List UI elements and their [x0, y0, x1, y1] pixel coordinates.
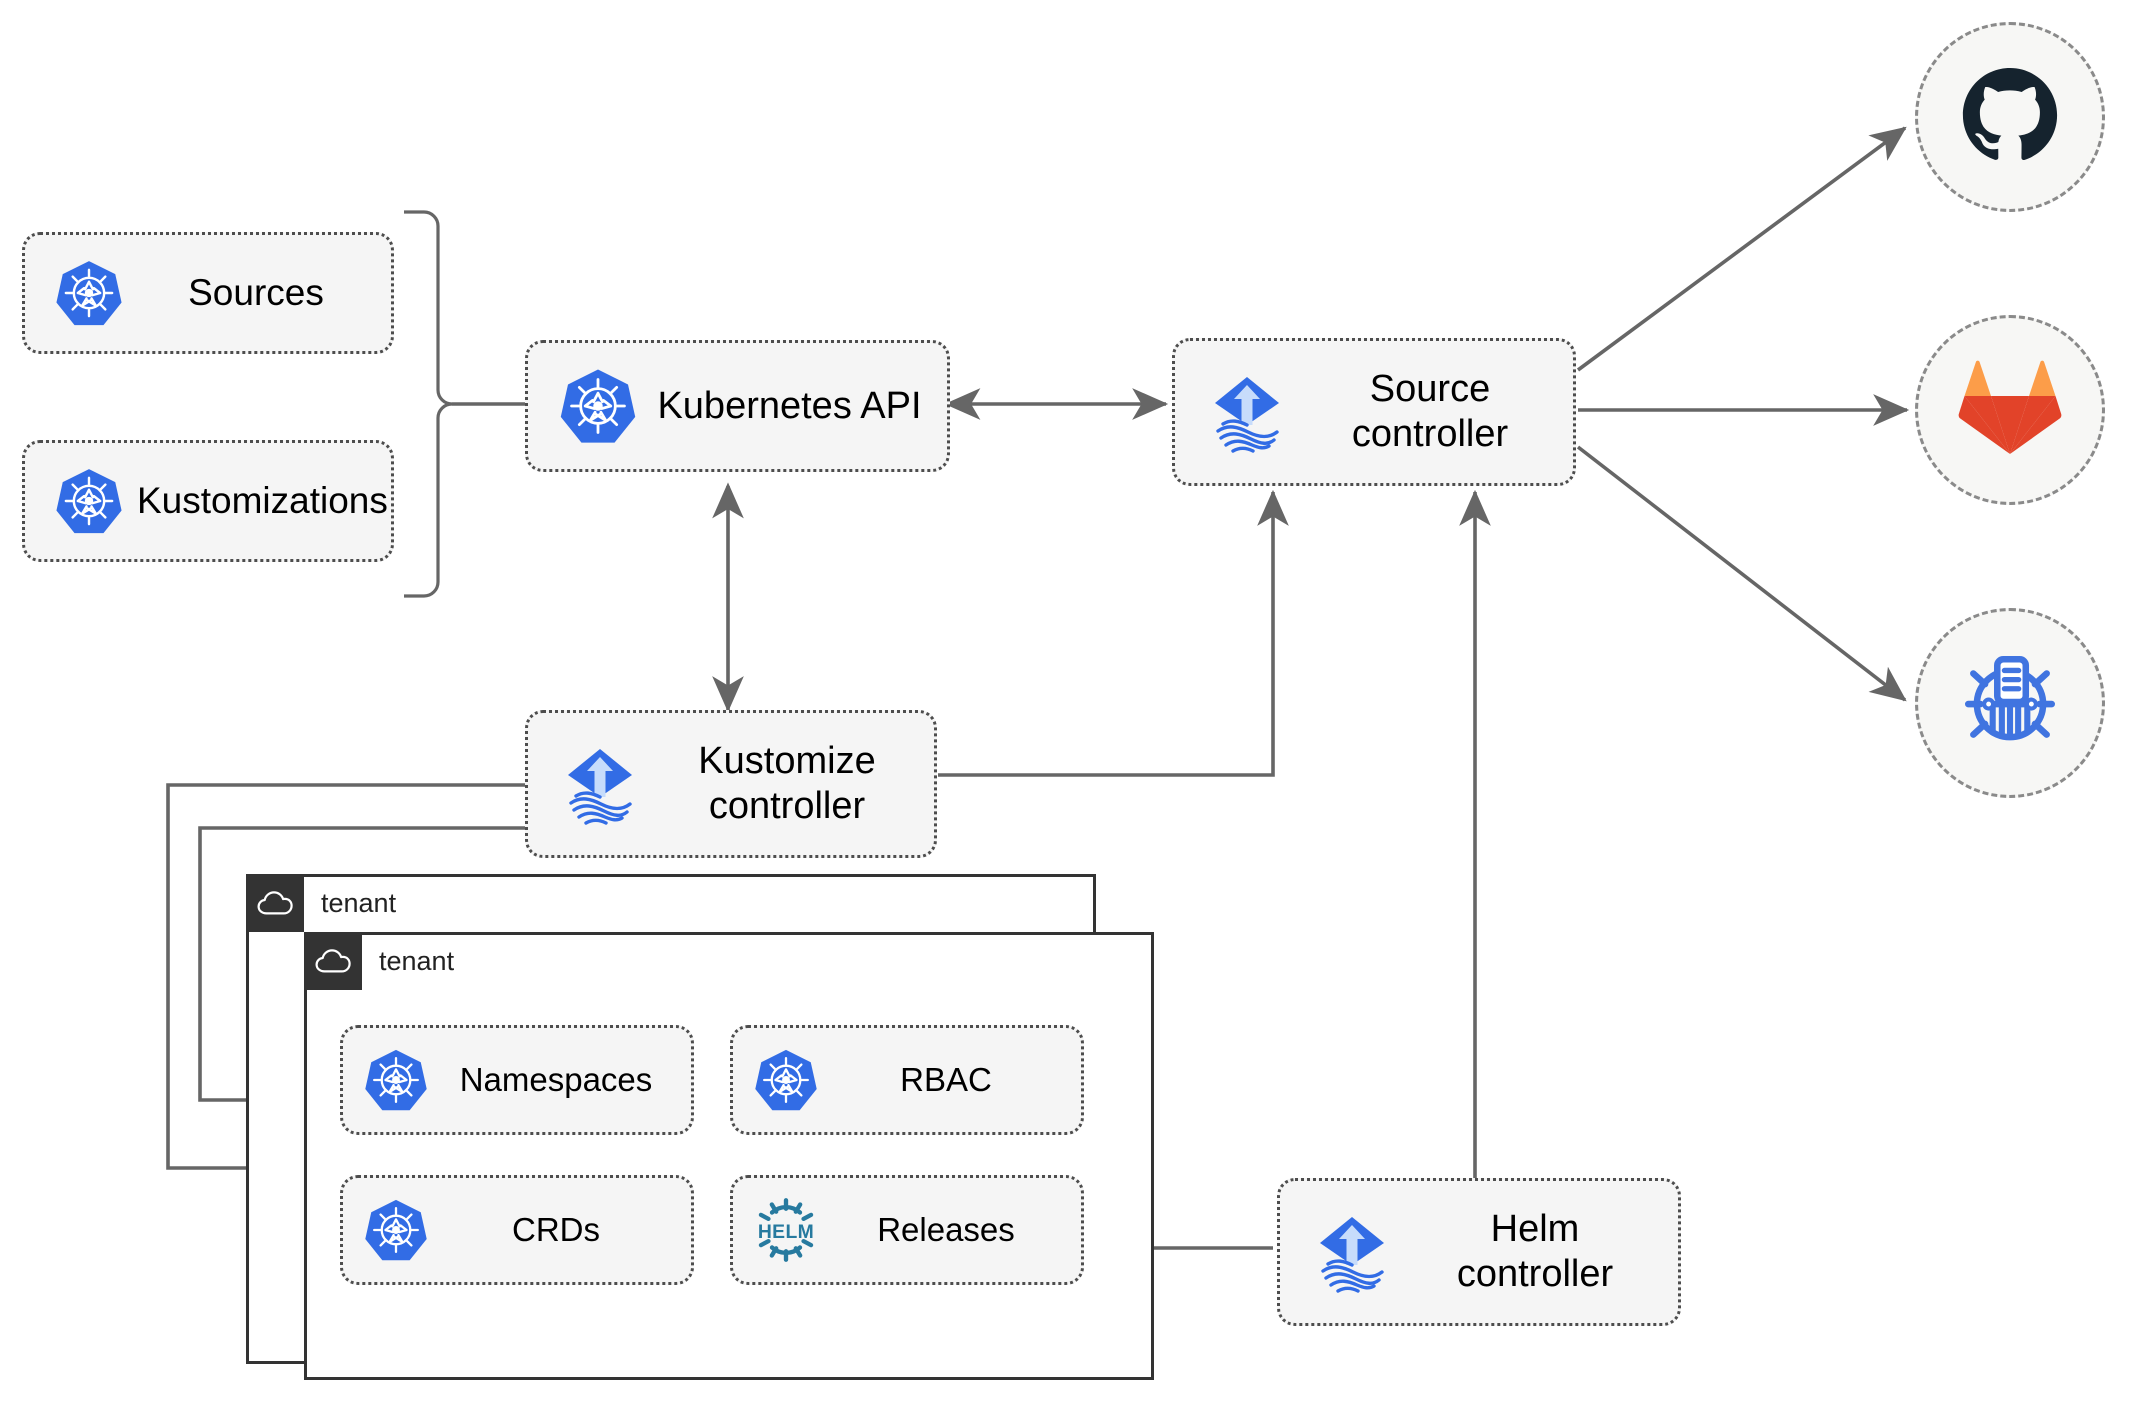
node-label-helm-controller: Helm controller	[1456, 1208, 1614, 1295]
input-node-sources[interactable]: Sources	[22, 232, 394, 354]
cloud-icon	[246, 890, 304, 916]
resource-label-rbac: RBAC	[900, 1060, 992, 1098]
flux-icon	[1296, 1209, 1408, 1295]
cloud-icon	[304, 948, 362, 974]
tenant-container-front[interactable]: tenant	[304, 932, 1154, 1380]
tenant-tab-front	[304, 932, 362, 990]
tenant-tab-back	[246, 874, 304, 932]
kubernetes-icon	[41, 258, 137, 328]
input-label-sources: Sources	[188, 272, 324, 314]
endpoint-github[interactable]	[1915, 22, 2105, 212]
input-label-kustomizations: Kustomizations	[137, 480, 388, 522]
svg-text:HELM: HELM	[758, 1221, 814, 1243]
resource-node-releases[interactable]: HELM Releases	[730, 1175, 1084, 1285]
resource-label-namespaces: Namespaces	[459, 1060, 653, 1098]
tenant-label-front: tenant	[379, 945, 455, 976]
node-helm-controller[interactable]: Helm controller	[1277, 1178, 1681, 1326]
resource-label-crds: CRDs	[512, 1210, 600, 1248]
helm-icon: HELM	[747, 1196, 825, 1264]
resource-node-rbac[interactable]: RBAC	[730, 1025, 1084, 1135]
node-kubernetes-api[interactable]: Kubernetes API	[525, 340, 950, 472]
flux-icon	[1191, 369, 1303, 455]
wire-source-to-github	[1576, 126, 1907, 372]
node-source-controller[interactable]: Source controller	[1172, 338, 1576, 486]
flux-icon	[544, 741, 656, 827]
resource-node-crds[interactable]: CRDs	[340, 1175, 694, 1285]
endpoint-helm-repository[interactable]	[1915, 608, 2105, 798]
input-group-bracket	[404, 210, 453, 598]
gitlab-icon	[1958, 358, 2062, 463]
kubernetes-icon	[357, 1197, 435, 1263]
tenant-label-back: tenant	[321, 887, 397, 918]
kubernetes-icon	[41, 466, 137, 536]
endpoint-gitlab[interactable]	[1915, 315, 2105, 505]
input-node-kustomizations[interactable]: Kustomizations	[22, 440, 394, 562]
github-icon	[1956, 61, 2064, 174]
node-kustomize-controller[interactable]: Kustomize controller	[525, 710, 937, 858]
wire-source-to-helm-repository	[1576, 445, 1907, 702]
wire-kustomize-to-source	[938, 489, 1289, 777]
resource-label-releases: Releases	[877, 1210, 1015, 1248]
node-label-kustomize-controller: Kustomize controller	[698, 740, 876, 827]
helm-repository-icon	[1954, 645, 2066, 762]
kubernetes-icon	[747, 1047, 825, 1113]
kubernetes-icon	[357, 1047, 435, 1113]
resource-node-namespaces[interactable]: Namespaces	[340, 1025, 694, 1135]
node-label-source-controller: Source controller	[1351, 368, 1509, 455]
node-label-kubernetes-api: Kubernetes API	[657, 384, 922, 427]
kubernetes-icon	[546, 366, 650, 446]
